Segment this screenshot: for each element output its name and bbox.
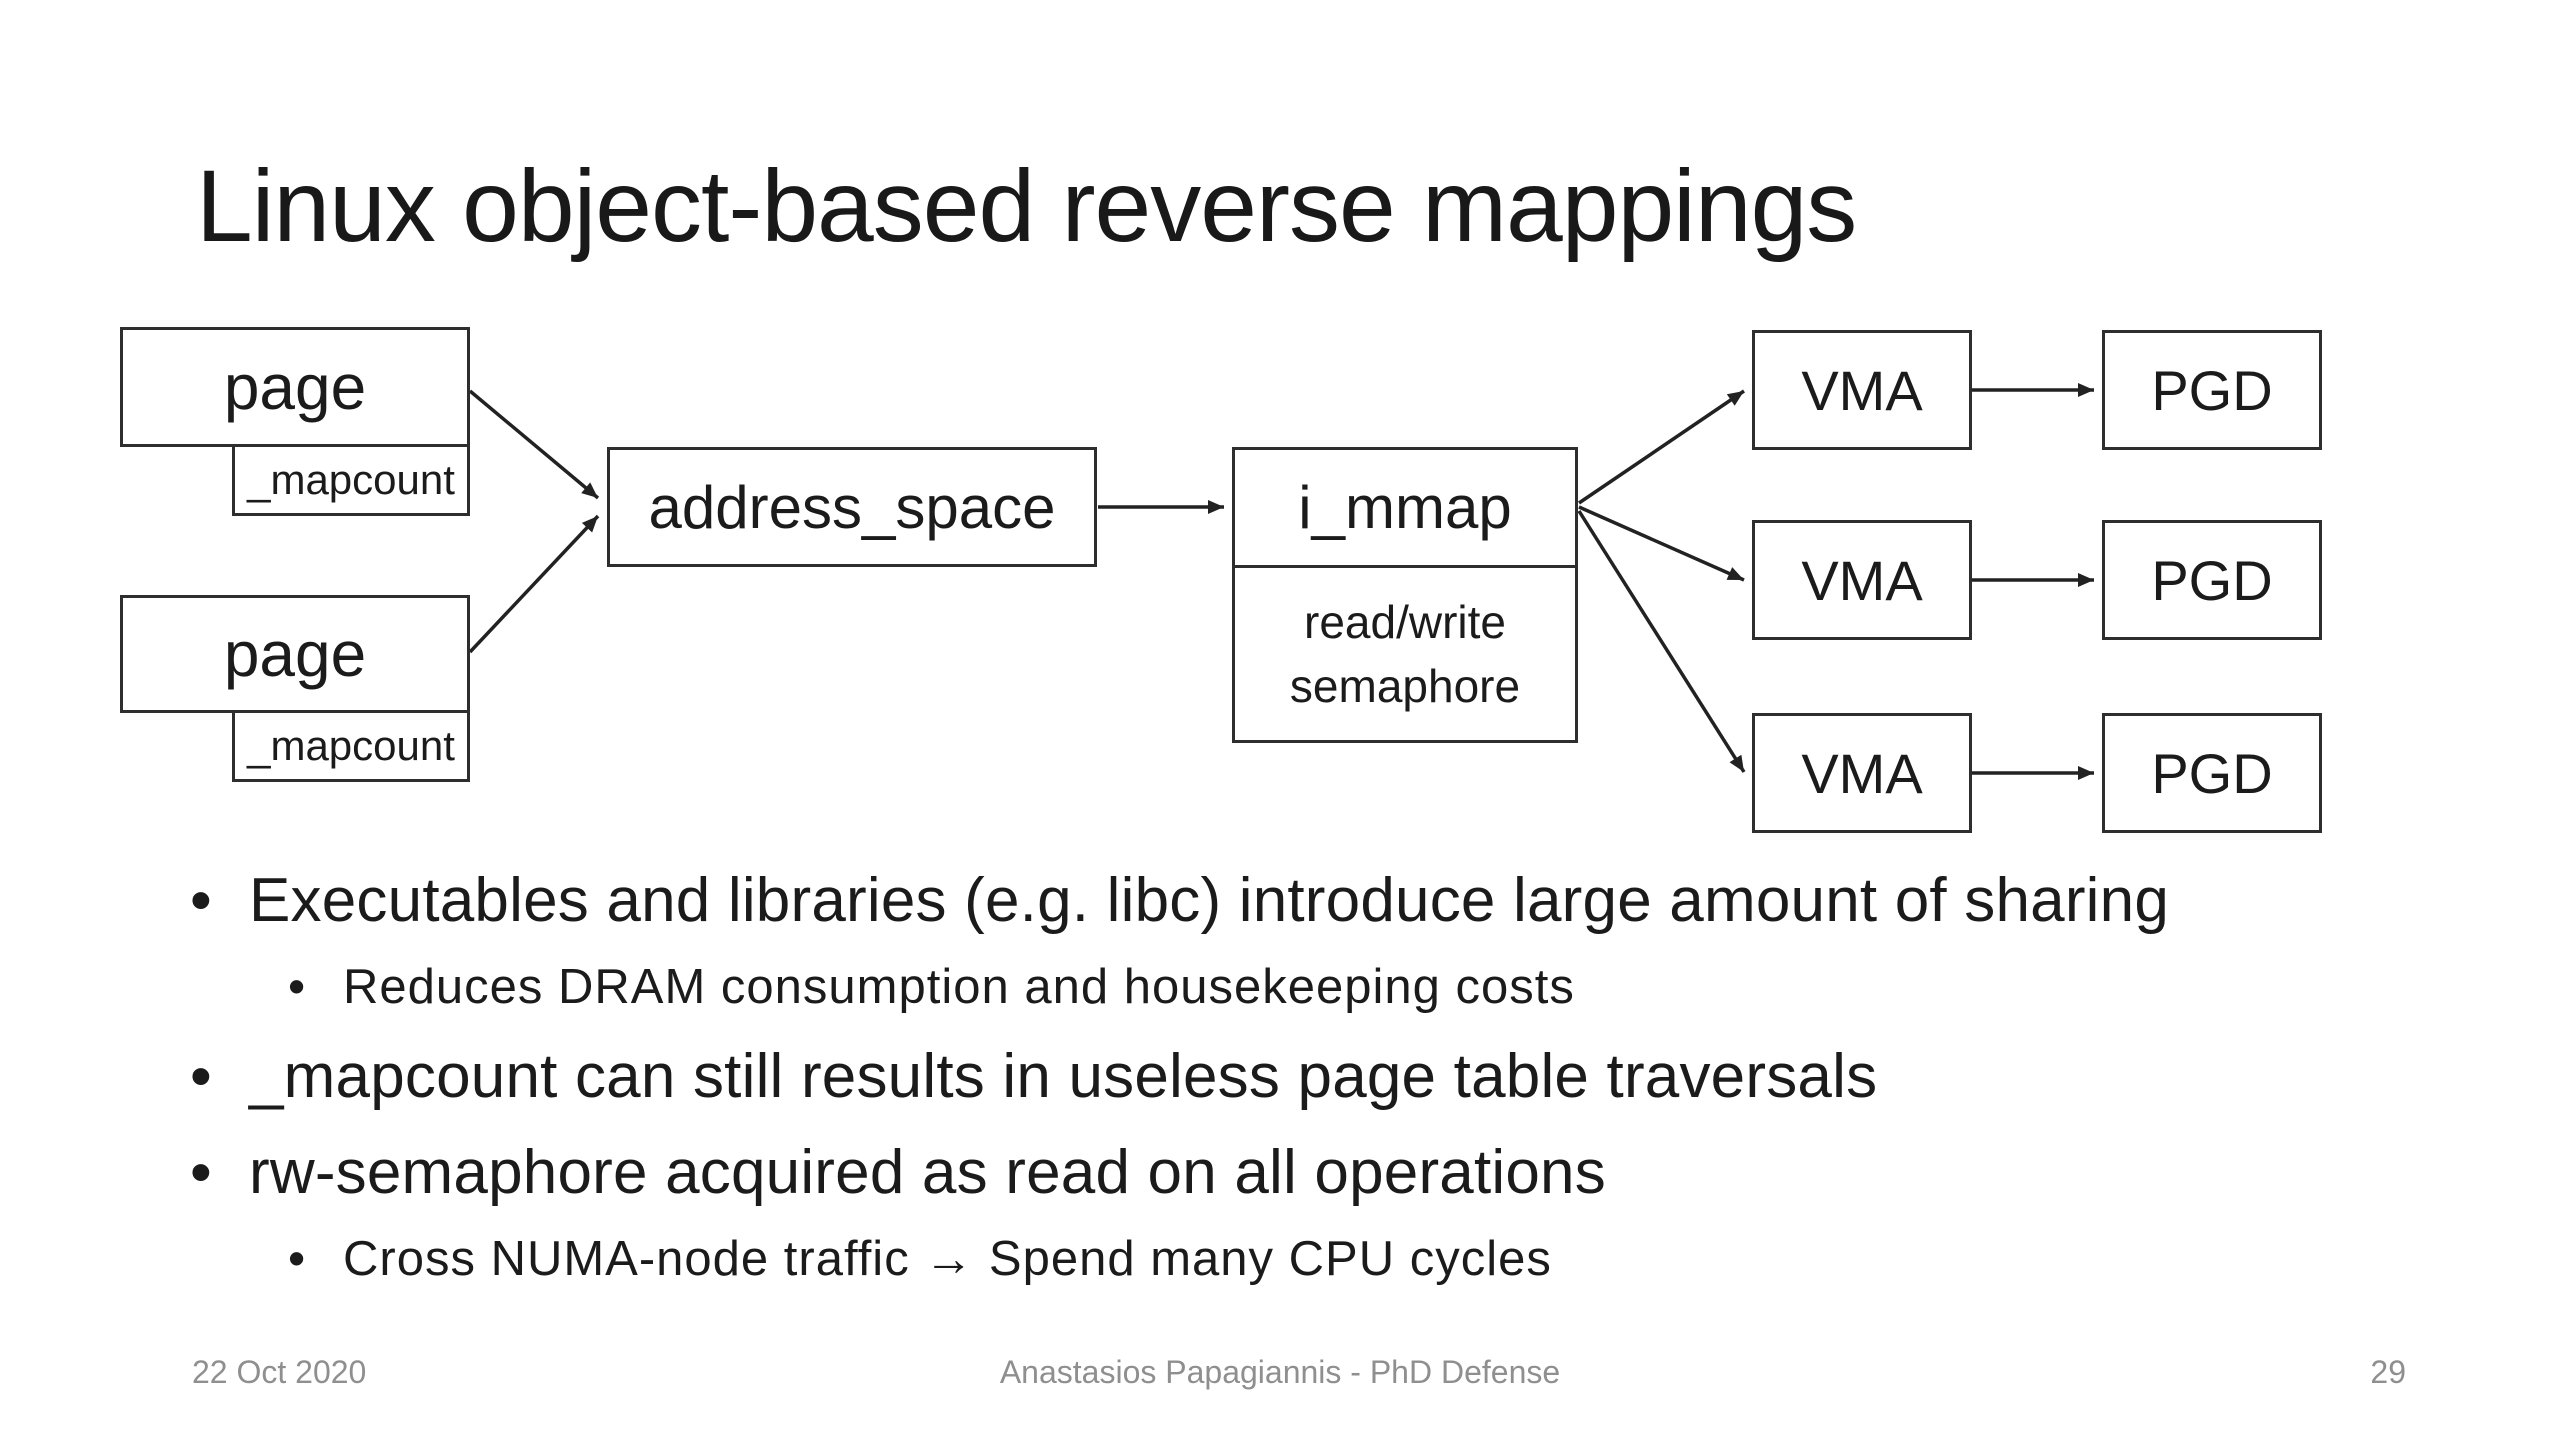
vma-box-1-label: VMA xyxy=(1801,358,1923,422)
bullet-marker-icon: • xyxy=(288,1232,307,1286)
address-space-box: address_space xyxy=(607,447,1097,567)
vma-box-3-label: VMA xyxy=(1801,741,1923,805)
mapcount-box-bottom-label: _mapcount xyxy=(247,722,455,769)
address-space-label: address_space xyxy=(648,473,1056,541)
i-mmap-label: i_mmap xyxy=(1298,474,1512,541)
pgd-box-2: PGD xyxy=(2102,520,2322,640)
pgd-box-3-label: PGD xyxy=(2151,741,2273,805)
bullet-item: • rw-semaphore acquired as read on all o… xyxy=(190,1136,1606,1210)
vma-box-3: VMA xyxy=(1752,713,1972,833)
bullet-item: • Executables and libraries (e.g. libc) … xyxy=(190,864,2169,938)
page-box-bottom-label: page xyxy=(223,618,367,690)
page-box-bottom: page xyxy=(120,595,470,713)
slide-number: 29 xyxy=(2370,1354,2406,1390)
slide-title: Linux object-based reverse mappings xyxy=(196,149,1857,263)
arrow-i-mmap-to-vma-3 xyxy=(1577,510,1746,773)
bullet-marker-icon: • xyxy=(288,960,307,1014)
arrow-page-top-to-address-space xyxy=(468,389,600,500)
vma-box-2-label: VMA xyxy=(1801,548,1923,612)
pgd-box-1-label: PGD xyxy=(2151,358,2273,422)
arrow-i-mmap-to-vma-1 xyxy=(1578,389,1745,505)
bullet-text: Cross NUMA-node traffic → Spend many CPU… xyxy=(343,1232,1552,1286)
mapcount-box-top: _mapcount xyxy=(232,444,470,516)
i-mmap-semaphore-label: read/write semaphore xyxy=(1289,596,1521,712)
mapcount-box-top-label: _mapcount xyxy=(247,456,455,503)
arrow-page-bottom-to-address-space xyxy=(468,514,600,654)
footer-author: Anastasios Papagiannis - PhD Defense xyxy=(999,1354,1561,1390)
footer-date: 22 Oct 2020 xyxy=(192,1354,367,1390)
arrow-i-mmap-to-vma-2 xyxy=(1578,505,1745,582)
bullet-text: Reduces DRAM consumption and housekeepin… xyxy=(343,960,1575,1014)
pgd-box-2-label: PGD xyxy=(2151,548,2273,612)
bullet-text: Executables and libraries (e.g. libc) in… xyxy=(249,866,2170,935)
bullet-marker-icon: • xyxy=(190,1042,212,1111)
bullet-text: _mapcount can still results in useless p… xyxy=(249,1042,1878,1111)
page-box-top-label: page xyxy=(223,351,367,423)
i-mmap-header: i_mmap xyxy=(1235,450,1575,568)
vma-box-1: VMA xyxy=(1752,330,1972,450)
mapcount-box-bottom: _mapcount xyxy=(232,710,470,782)
page-box-top: page xyxy=(120,327,470,447)
vma-box-2: VMA xyxy=(1752,520,1972,640)
pgd-box-1: PGD xyxy=(2102,330,2322,450)
bullet-marker-icon: • xyxy=(190,866,212,935)
bullet-item: • Cross NUMA-node traffic → Spend many C… xyxy=(288,1229,1552,1289)
i-mmap-semaphore-cell: read/write semaphore xyxy=(1235,568,1575,740)
bullet-marker-icon: • xyxy=(190,1138,212,1207)
bullet-item: • Reduces DRAM consumption and housekeep… xyxy=(288,957,1575,1017)
pgd-box-3: PGD xyxy=(2102,713,2322,833)
bullet-text: rw-semaphore acquired as read on all ope… xyxy=(249,1138,1606,1207)
i-mmap-box: i_mmap read/write semaphore xyxy=(1232,447,1578,743)
bullet-item: • _mapcount can still results in useless… xyxy=(190,1040,1877,1114)
